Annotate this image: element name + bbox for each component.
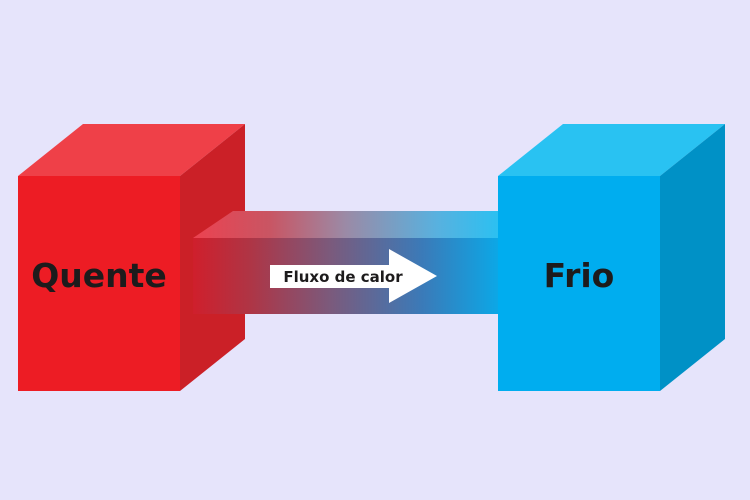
hot-block-label: Quente [31, 256, 167, 295]
conductor-top [193, 211, 498, 238]
cold-block-label: Frio [543, 256, 615, 295]
heat-flow-arrow [270, 249, 437, 303]
cold-block-front [498, 176, 660, 391]
cold-block [498, 124, 725, 391]
hot-block [18, 124, 245, 391]
hot-block-front [18, 176, 180, 391]
cold-block-side [660, 124, 725, 391]
heat-conductor-bar [193, 211, 498, 314]
hot-block-top [18, 124, 245, 176]
heat-flow-label: Fluxo de calor [283, 268, 403, 286]
cold-block-top [498, 124, 725, 176]
